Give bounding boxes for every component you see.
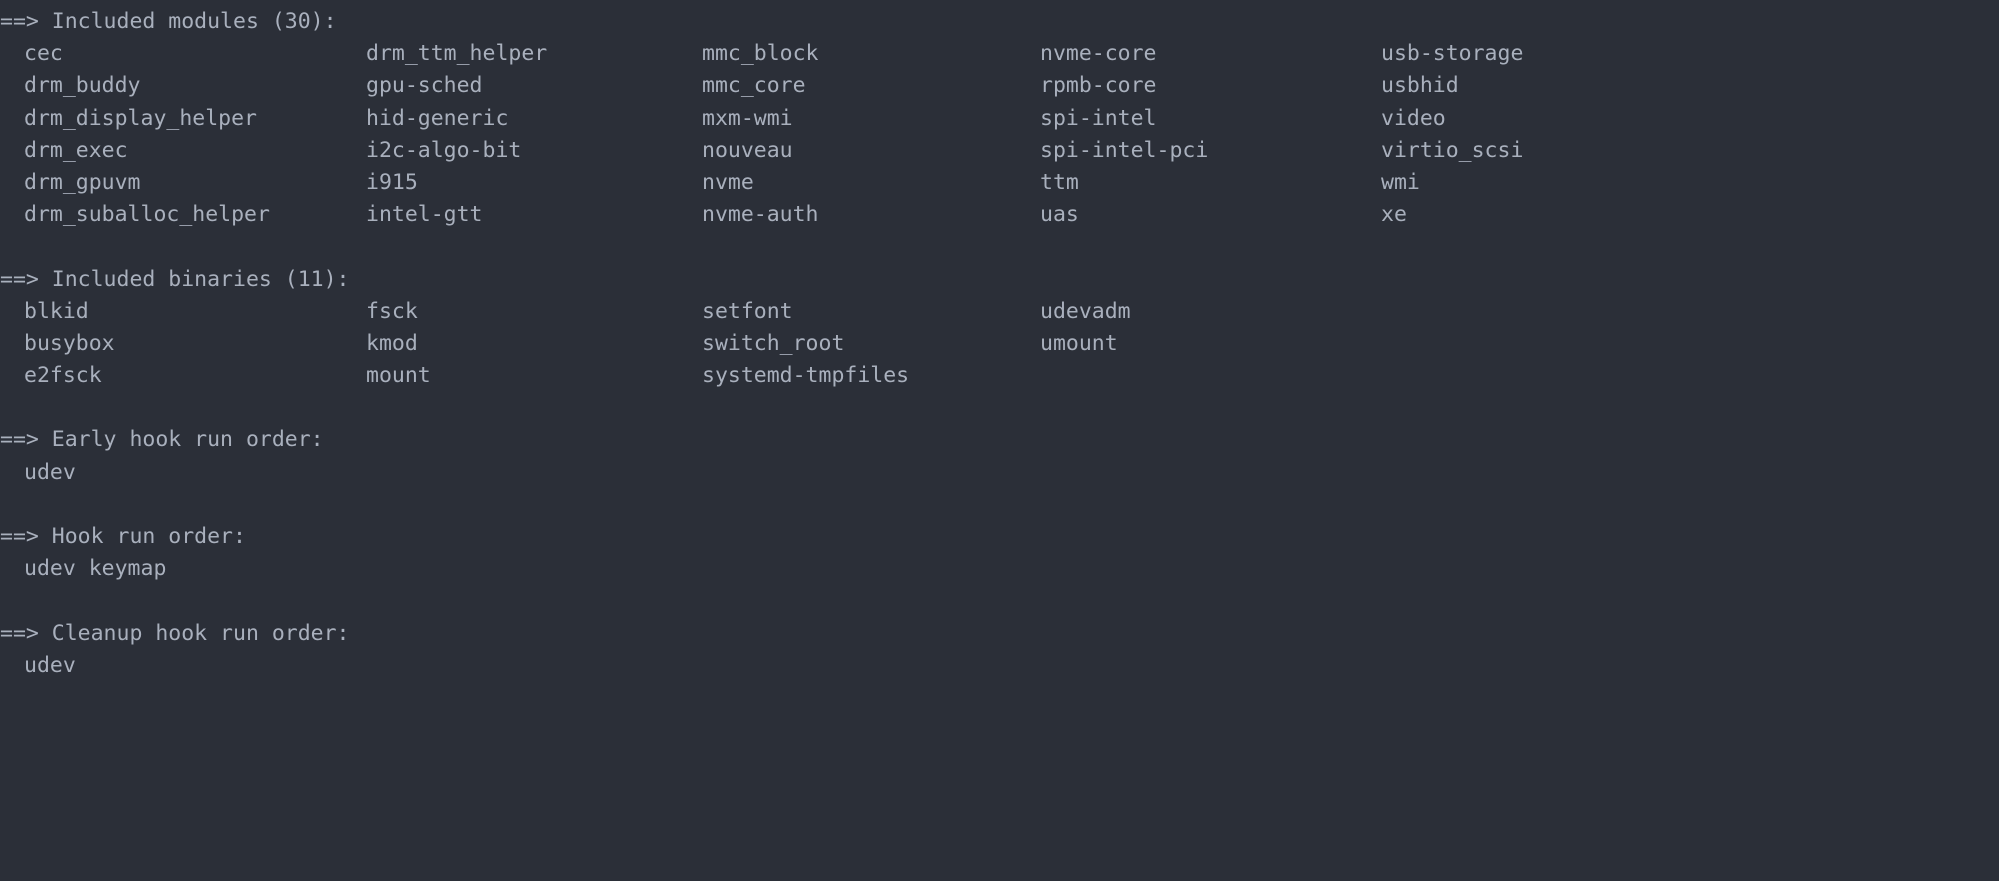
binary-row: busybox kmod switch_root umount — [0, 328, 1999, 360]
binary-item: fsck — [366, 298, 418, 324]
binary-item: systemd-tmpfiles — [702, 363, 910, 389]
module-item: usbhid — [1381, 73, 1459, 99]
binary-item: e2fsck — [24, 363, 102, 389]
binary-item: umount — [1040, 330, 1118, 356]
module-item: mmc_block — [702, 41, 819, 67]
module-item: spi-intel-pci — [1040, 137, 1209, 163]
section-header-text: ==> Included modules (30): — [0, 9, 337, 34]
module-row: drm_suballoc_helper intel-gtt nvme-auth … — [0, 199, 1999, 231]
blank-line — [0, 585, 1999, 617]
module-item: nvme — [702, 169, 754, 195]
module-row: drm_display_helper hid-generic mxm-wmi s… — [0, 103, 1999, 135]
binary-item: setfont — [702, 298, 793, 324]
binary-item: mount — [366, 363, 431, 389]
module-item: mmc_core — [702, 73, 806, 99]
module-item: uas — [1040, 202, 1079, 228]
module-item: nvme-auth — [702, 202, 819, 228]
module-item: virtio_scsi — [1381, 137, 1524, 163]
module-item: mxm-wmi — [702, 105, 793, 131]
module-item: wmi — [1381, 169, 1420, 195]
module-item: drm_gpuvm — [24, 169, 141, 195]
module-item: i915 — [366, 169, 418, 195]
hook-items: udev keymap — [24, 556, 167, 582]
module-item: usb-storage — [1381, 41, 1524, 67]
module-item: hid-generic — [366, 105, 509, 131]
section-header-early-hook-run-order: ==> Early hook run order: — [0, 424, 1999, 456]
binary-item: blkid — [24, 298, 89, 324]
module-item: drm_exec — [24, 137, 128, 163]
section-header-text: ==> Early hook run order: — [0, 427, 324, 453]
module-item: nouveau — [702, 137, 793, 163]
binary-item: busybox — [24, 330, 115, 356]
module-item: intel-gtt — [366, 202, 483, 228]
module-item: gpu-sched — [366, 73, 483, 99]
module-item: drm_ttm_helper — [366, 41, 548, 67]
module-item: ttm — [1040, 169, 1079, 195]
blank-line — [0, 231, 1999, 263]
module-row: cec drm_ttm_helper mmc_block nvme-core u… — [0, 38, 1999, 70]
section-header-text: ==> Hook run order: — [0, 524, 246, 549]
section-header-text: ==> Included binaries (11): — [0, 266, 350, 292]
binary-item: udevadm — [1040, 298, 1131, 324]
module-row: drm_buddy gpu-sched mmc_core rpmb-core u… — [0, 70, 1999, 102]
terminal-content: ==> Included modules (30): cec drm_ttm_h… — [0, 6, 1999, 682]
section-header-included-binaries: ==> Included binaries (11): — [0, 264, 1999, 296]
binary-item: kmod — [366, 330, 418, 356]
module-item: video — [1381, 105, 1446, 131]
section-header-text: ==> Cleanup hook run order: — [0, 620, 350, 646]
module-item: i2c-algo-bit — [366, 137, 522, 163]
early-hook-items: udev — [24, 459, 76, 485]
module-item: nvme-core — [1040, 41, 1157, 67]
module-item: drm_buddy — [24, 73, 141, 99]
module-item: drm_display_helper — [24, 105, 257, 131]
blank-line — [0, 489, 1999, 521]
section-header-hook-run-order: ==> Hook run order: — [0, 521, 1999, 553]
module-row: drm_exec i2c-algo-bit nouveau spi-intel-… — [0, 135, 1999, 167]
section-header-included-modules: ==> Included modules (30): — [0, 6, 1999, 38]
module-row: drm_gpuvm i915 nvme ttm wmi — [0, 167, 1999, 199]
module-item: xe — [1381, 202, 1407, 228]
binary-row: e2fsck mount systemd-tmpfiles — [0, 360, 1999, 392]
module-item: drm_suballoc_helper — [24, 202, 270, 228]
section-header-cleanup-hook-run-order: ==> Cleanup hook run order: — [0, 618, 1999, 650]
binary-item: switch_root — [702, 330, 845, 356]
module-item: cec — [24, 41, 63, 67]
binary-row: blkid fsck setfont udevadm — [0, 296, 1999, 328]
blank-line — [0, 392, 1999, 424]
module-item: rpmb-core — [1040, 73, 1157, 99]
cleanup-hook-items: udev — [24, 652, 76, 678]
module-item: spi-intel — [1040, 105, 1157, 131]
